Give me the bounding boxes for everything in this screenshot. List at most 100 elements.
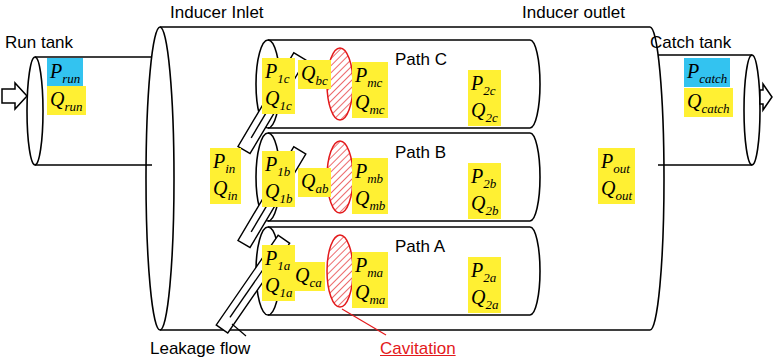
part-heading: Run tank bbox=[5, 33, 73, 52]
pressure-flow-box: Qca bbox=[292, 262, 325, 291]
symbol-letter: Q bbox=[213, 177, 227, 199]
part-heading: Inducer outlet bbox=[522, 3, 625, 22]
symbol-subscript: 1c bbox=[277, 71, 289, 86]
symbol-letter: P bbox=[471, 259, 483, 281]
leader-line bbox=[232, 324, 246, 336]
variable-symbol: Pout bbox=[601, 149, 632, 176]
heading-holder: Inducer outlet bbox=[522, 3, 625, 23]
variable-symbol: P1a bbox=[265, 246, 292, 273]
variable-symbol: Qma bbox=[355, 280, 385, 307]
symbol-letter: P bbox=[265, 153, 277, 175]
variable-symbol: P2b bbox=[471, 164, 498, 191]
part-heading: Inducer Inlet bbox=[170, 3, 264, 22]
symbol-subscript: ca bbox=[309, 275, 321, 290]
symbol-letter: P bbox=[687, 60, 699, 82]
symbol-subscript: out bbox=[615, 188, 632, 203]
pressure-flow-box: P2cQ2c bbox=[468, 70, 501, 126]
symbol-subscript: in bbox=[227, 188, 237, 203]
symbol-subscript: 2c bbox=[483, 83, 495, 98]
tank-pressure-box: Prun bbox=[47, 58, 83, 87]
symbol-subscript: ma bbox=[367, 265, 383, 280]
symbol-letter: Q bbox=[50, 88, 64, 110]
variable-symbol: P2c bbox=[471, 71, 498, 98]
pressure-flow-box: PmcQmc bbox=[352, 62, 388, 118]
symbol-subscript: mb bbox=[369, 198, 385, 213]
inducer-casing: Inducer InletInducer outletPinQinPath CP… bbox=[146, 27, 664, 330]
tank-pressure-box: Pcatch bbox=[684, 58, 730, 87]
pressure-flow-box: P1aQ1a bbox=[262, 245, 295, 301]
variable-symbol: Q1c bbox=[265, 86, 292, 113]
symbol-letter: P bbox=[265, 247, 277, 269]
run-tank: Run tankPrunQrun bbox=[30, 57, 152, 165]
variable-symbol: Qcatch bbox=[687, 89, 730, 116]
symbol-subscript: run bbox=[62, 71, 80, 86]
pressure-flow-box: Qrun bbox=[47, 86, 86, 115]
symbol-letter: P bbox=[601, 150, 613, 172]
symbol-letter: Q bbox=[601, 177, 615, 199]
symbol-subscript: bc bbox=[315, 73, 327, 88]
symbol-subscript: mb bbox=[367, 171, 383, 186]
cavitation-label: Cavitation bbox=[380, 339, 456, 359]
symbol-letter: Q bbox=[301, 170, 315, 192]
symbol-subscript: 1b bbox=[279, 191, 292, 206]
symbol-letter: Q bbox=[265, 274, 279, 296]
variable-symbol: Pin bbox=[213, 149, 238, 176]
symbol-subscript: run bbox=[64, 99, 82, 114]
symbol-subscript: 1a bbox=[277, 258, 290, 273]
pressure-flow-box: PinQin bbox=[210, 148, 241, 204]
variable-symbol: Qbc bbox=[301, 61, 328, 88]
part-heading: Path C bbox=[395, 50, 447, 69]
leader-line bbox=[342, 309, 386, 335]
symbol-subscript: ma bbox=[369, 292, 385, 307]
part-heading: Path A bbox=[395, 237, 445, 256]
heading-holder: Inducer Inlet bbox=[170, 3, 264, 23]
symbol-subscript: catch bbox=[699, 71, 727, 86]
pressure-flow-box: P1bQ1b bbox=[262, 151, 295, 207]
variable-symbol: Pcatch bbox=[687, 59, 727, 86]
variable-symbol: Qca bbox=[295, 263, 322, 290]
pressure-flow-box: Qab bbox=[298, 168, 331, 197]
symbol-subscript: 2a bbox=[483, 270, 496, 285]
heading-holder: Path B bbox=[395, 143, 446, 163]
symbol-subscript: catch bbox=[701, 101, 729, 116]
symbol-subscript: 2b bbox=[483, 176, 496, 191]
symbol-subscript: mc bbox=[367, 75, 382, 90]
symbol-letter: P bbox=[265, 60, 277, 82]
symbol-letter: Q bbox=[471, 99, 485, 121]
pressure-flow-box: P2aQ2a bbox=[468, 257, 501, 313]
pressure-flow-box: P2bQ2b bbox=[468, 163, 501, 219]
symbol-letter: P bbox=[355, 254, 367, 276]
symbol-letter: P bbox=[355, 160, 367, 182]
symbol-subscript: 1c bbox=[279, 98, 291, 113]
symbol-letter: Q bbox=[471, 192, 485, 214]
pressure-flow-box: PmaQma bbox=[352, 252, 388, 308]
symbol-letter: Q bbox=[301, 62, 315, 84]
inflow-arrow bbox=[2, 83, 27, 109]
heading-holder: Catch tank bbox=[650, 33, 731, 53]
symbol-letter: Q bbox=[687, 90, 701, 112]
variable-symbol: Pmc bbox=[355, 63, 385, 90]
pressure-flow-box: Qbc bbox=[298, 60, 331, 89]
pressure-flow-box: Qcatch bbox=[684, 88, 733, 117]
symbol-letter: Q bbox=[355, 187, 369, 209]
cavitation-zone bbox=[327, 235, 353, 307]
symbol-letter: Q bbox=[355, 281, 369, 303]
variable-symbol: Q2b bbox=[471, 191, 498, 218]
catch-tank: Catch tankPcatchQcatch bbox=[650, 55, 760, 165]
heading-holder: Path A bbox=[395, 237, 445, 257]
cavitation-zone bbox=[327, 48, 353, 120]
variable-symbol: P1b bbox=[265, 152, 292, 179]
leakage-label: Leakage flow bbox=[150, 339, 250, 359]
symbol-letter: P bbox=[471, 72, 483, 94]
symbol-subscript: 2a bbox=[485, 297, 498, 312]
symbol-letter: Q bbox=[295, 264, 309, 286]
variable-symbol: Q1b bbox=[265, 179, 292, 206]
variable-symbol: Qmb bbox=[355, 186, 385, 213]
flow-path: Path BP1bQ1bQabPmbQmbP2bQ2b bbox=[256, 133, 542, 221]
flow-path: Path AP1aQ1aQcaPmaQmaP2aQ2a bbox=[256, 227, 542, 315]
variable-symbol: P2a bbox=[471, 258, 498, 285]
cavitation-zone bbox=[327, 141, 353, 213]
leakage-tube bbox=[238, 53, 306, 154]
variable-symbol: Qin bbox=[213, 176, 238, 203]
